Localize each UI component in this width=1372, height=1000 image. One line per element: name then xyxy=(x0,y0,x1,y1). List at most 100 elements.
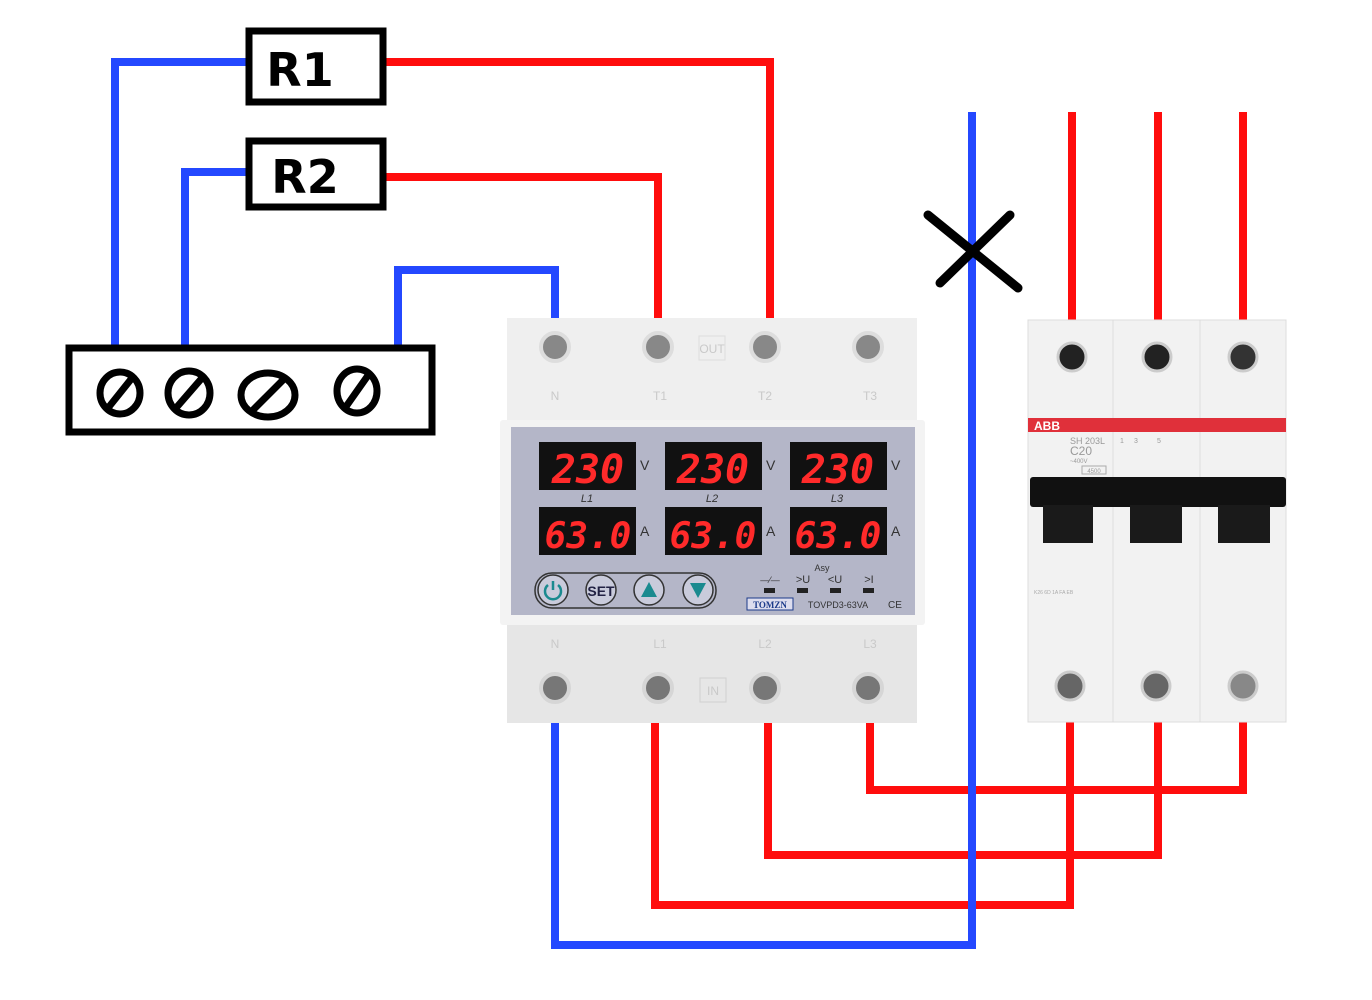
screw-icon xyxy=(1056,341,1088,373)
arrow-up-icon xyxy=(641,582,657,597)
breaker-model: SH 203L xyxy=(1070,436,1105,446)
screw-icon xyxy=(539,672,571,704)
ce-mark: CE xyxy=(888,600,902,611)
phase-label: L1 xyxy=(581,493,593,505)
top-terminal-label: T2 xyxy=(758,389,772,403)
unit-a: A xyxy=(891,523,901,539)
breaker-voltage: ~400V xyxy=(1070,459,1088,465)
arrow-down-icon xyxy=(690,583,706,598)
terminal-screw-icon xyxy=(333,365,381,417)
screw-icon xyxy=(1140,670,1172,702)
top-terminal-label: T1 xyxy=(653,389,667,403)
svg-text:63.0: 63.0 xyxy=(545,516,632,557)
svg-text:SET: SET xyxy=(587,583,615,599)
terminal-screw-icon xyxy=(164,367,214,419)
unit-a: A xyxy=(640,523,650,539)
screw-icon xyxy=(642,331,674,363)
in-label: IN xyxy=(707,684,719,698)
screw-icon xyxy=(749,672,781,704)
power-icon xyxy=(543,581,563,601)
unit-v: V xyxy=(766,457,776,473)
phase-wire-l1 xyxy=(651,722,1074,909)
breaker-handle[interactable] xyxy=(1218,505,1270,543)
phase-wire-r2-t1 xyxy=(384,173,662,318)
led-indicator xyxy=(863,588,874,593)
pole-label: 5 xyxy=(1157,438,1161,445)
svg-text:230: 230 xyxy=(676,447,749,493)
relay-model: TOVPD3-63VA xyxy=(808,600,868,610)
breaker-brand: ABB xyxy=(1034,419,1060,433)
disconnect-mark-icon xyxy=(923,210,1023,293)
display-l1-current: 63.0 xyxy=(539,507,636,557)
breaker-handle[interactable] xyxy=(1043,505,1093,543)
unit-v: V xyxy=(640,457,650,473)
neutral-wire-r2 xyxy=(181,168,250,345)
breaker-rating: C20 xyxy=(1070,444,1092,458)
display-l1-voltage: 230 xyxy=(539,442,636,493)
top-terminal-screws xyxy=(539,331,884,363)
led-indicator xyxy=(797,588,808,593)
screw-icon xyxy=(1141,341,1173,373)
screw-icon xyxy=(539,331,571,363)
screw-icon xyxy=(852,331,884,363)
out-label: OUT xyxy=(699,342,725,356)
screw-icon xyxy=(1054,670,1086,702)
screw-icon xyxy=(749,331,781,363)
load-r1: R1 xyxy=(245,27,387,106)
bottom-terminal-label: L1 xyxy=(653,637,667,651)
circuit-breaker: ABB SH 203L C20 ~400V 4500 1 3 5 K26 6D … xyxy=(1027,319,1287,723)
neutral-wire-r1 xyxy=(111,58,250,345)
bottom-terminal-label: L3 xyxy=(863,637,877,651)
indicator-over-voltage-label: >U xyxy=(796,574,810,586)
neutral-wire-relay-out xyxy=(394,266,559,345)
load-r2-label: R2 xyxy=(271,150,338,204)
breaker-footer: K26 6D 1A FA EB xyxy=(1034,590,1074,596)
phase-label: L2 xyxy=(706,493,718,505)
terminal-block xyxy=(65,344,436,436)
voltage-relay: OUT N T1 T2 T3 230 230 230 63.0 63.0 63.… xyxy=(500,318,925,723)
power-button[interactable] xyxy=(537,574,569,606)
screw-icon xyxy=(852,672,884,704)
breaker-handle[interactable] xyxy=(1130,505,1182,543)
unit-v: V xyxy=(891,457,901,473)
indicator-over-current-label: >I xyxy=(864,574,873,586)
display-l2-voltage: 230 xyxy=(665,442,762,493)
svg-text:63.0: 63.0 xyxy=(670,516,757,557)
phase-wire-r1-t2 xyxy=(384,58,774,318)
load-r2: R2 xyxy=(245,137,387,211)
breaker-toggle-bar[interactable] xyxy=(1030,477,1286,507)
svg-text:63.0: 63.0 xyxy=(795,516,882,557)
indicator-switch-label: —⁄— xyxy=(760,575,780,585)
up-button[interactable] xyxy=(633,574,665,606)
load-r1-label: R1 xyxy=(266,43,333,97)
screw-icon xyxy=(642,672,674,704)
relay-brand: TOMZN xyxy=(753,600,787,610)
phase-label: L3 xyxy=(831,493,844,505)
display-l2-current: 63.0 xyxy=(665,507,762,557)
terminal-screw-icon xyxy=(96,368,144,418)
set-button[interactable]: SET xyxy=(585,574,617,606)
led-indicator xyxy=(830,588,841,593)
phase-wire-l2 xyxy=(764,722,1162,859)
indicator-under-voltage-label: <U xyxy=(828,574,842,586)
asy-label: Asy xyxy=(814,563,830,573)
bottom-terminal-label: N xyxy=(551,637,560,651)
screw-icon xyxy=(1227,670,1259,702)
led-indicator xyxy=(764,588,775,593)
pole-label: 3 xyxy=(1134,438,1138,445)
pole-label: 1 xyxy=(1120,438,1124,445)
svg-text:230: 230 xyxy=(551,447,624,493)
top-terminal-label: T3 xyxy=(863,389,877,403)
screw-icon xyxy=(1227,341,1259,373)
breaker-capacity: 4500 xyxy=(1087,469,1101,475)
terminal-screw-icon xyxy=(237,369,299,421)
svg-text:230: 230 xyxy=(801,447,874,493)
display-l3-voltage: 230 xyxy=(790,442,887,493)
bottom-terminal-label: L2 xyxy=(758,637,772,651)
top-terminal-label: N xyxy=(551,389,560,403)
supply-neutral-wire xyxy=(551,112,976,949)
down-button[interactable] xyxy=(682,574,714,606)
phase-wire-l3 xyxy=(866,722,1247,794)
display-l3-current: 63.0 xyxy=(790,507,887,557)
